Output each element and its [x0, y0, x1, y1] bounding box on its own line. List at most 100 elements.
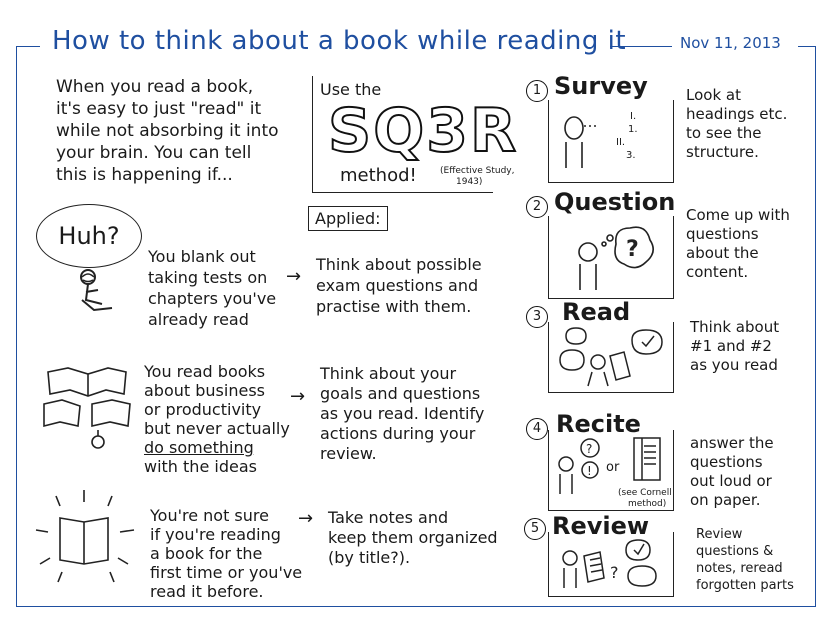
- arrow-3: →: [298, 508, 314, 529]
- recite-box: [548, 430, 674, 511]
- problem-line: read it before.: [150, 582, 264, 601]
- solution-line: practise with them.: [316, 297, 472, 316]
- outline-mark: 3.: [626, 150, 636, 161]
- sq3r-heading: SQ3R: [327, 95, 519, 167]
- step-desc-line: content.: [686, 263, 749, 281]
- step-title-recite: Recite: [556, 410, 641, 438]
- reading-person-icon: [559, 327, 663, 387]
- open-book-icon: [35, 490, 135, 583]
- citation-line: 1943): [456, 177, 483, 187]
- step-number-1: 1: [526, 80, 548, 102]
- intro-line: while not absorbing it into: [56, 121, 279, 141]
- step-desc-line: as you read: [690, 356, 778, 374]
- step-desc-line: notes, reread: [696, 561, 783, 576]
- step-desc-line: questions: [690, 453, 763, 471]
- book-pile-icon: [43, 367, 131, 449]
- problem-line: You're not sure: [150, 506, 269, 525]
- step-desc-line: structure.: [686, 143, 759, 161]
- confused-person-icon: [80, 269, 113, 312]
- step-desc-line: Think about: [690, 318, 780, 336]
- step-number-2: 2: [526, 196, 548, 218]
- survey-box: [548, 100, 674, 183]
- problem-line: already read: [148, 310, 249, 329]
- svg-text:?: ?: [626, 237, 639, 262]
- cornell-note: (see Cornell method): [618, 488, 672, 510]
- solution-line: exam questions and: [316, 276, 479, 295]
- solution-line: Think about possible: [316, 255, 482, 274]
- step-number-4: 4: [526, 418, 548, 440]
- solution-line: (by title?).: [328, 548, 411, 567]
- step-title-question: Question: [554, 188, 676, 216]
- recite-or: or: [606, 460, 620, 475]
- svg-text:?: ?: [586, 442, 592, 456]
- thinking-person-icon: ?: [578, 226, 654, 290]
- step-desc-line: #1 and #2: [690, 337, 772, 355]
- step-number-3: 3: [526, 306, 548, 328]
- outline-mark: II.: [616, 137, 626, 148]
- frame-top-right: [798, 46, 815, 47]
- solution-3: Take notes and keep them organized (by t…: [328, 508, 498, 568]
- solution-line: review.: [320, 444, 377, 463]
- problem-line: do something: [144, 438, 254, 457]
- step-desc-line: forgotten parts: [696, 578, 794, 593]
- reviewing-person-icon: ?: [562, 539, 657, 588]
- step-desc-line: to see the: [686, 124, 762, 142]
- step-number-5: 5: [524, 518, 546, 540]
- step-title-read: Read: [562, 298, 631, 326]
- problem-line: You blank out: [148, 247, 256, 266]
- review-box: [548, 532, 674, 597]
- page-date: Nov 11, 2013: [680, 34, 781, 52]
- step-title-survey: Survey: [554, 72, 648, 100]
- method-label: method!: [340, 165, 417, 186]
- problem-line: but never actually: [144, 419, 290, 438]
- solution-1: Think about possible exam questions and …: [316, 254, 482, 317]
- use-the-label: Use the: [320, 80, 382, 99]
- step-desc-line: on paper.: [690, 491, 761, 509]
- problem-line: with the ideas: [144, 457, 257, 476]
- speaking-person-icon: ? !: [558, 438, 600, 494]
- svg-text:?: ?: [610, 563, 619, 582]
- solution-line: Take notes and: [328, 508, 449, 527]
- frame-top-left: [16, 46, 40, 47]
- problem-line: chapters you've: [148, 289, 277, 308]
- step-title-review: Review: [552, 512, 650, 540]
- arrow-1: →: [286, 266, 302, 287]
- problem-line: taking tests on: [148, 268, 268, 287]
- solution-line: Think about your: [320, 364, 457, 383]
- recite-desc: answer the questions out loud or on pape…: [690, 434, 774, 510]
- frame-top-middle: [610, 46, 672, 47]
- step-desc-line: Come up with: [686, 206, 790, 224]
- arrow-2: →: [290, 386, 306, 407]
- solution-line: goals and questions: [320, 384, 481, 403]
- citation: (Effective Study, 1943): [440, 166, 514, 188]
- citation-line: (Effective Study,: [440, 166, 515, 176]
- outline-mark: 1.: [628, 124, 638, 135]
- paper-notes-icon: [633, 437, 661, 481]
- intro-line: it's easy to just "read" it: [56, 99, 262, 119]
- solution-line: keep them organized: [328, 528, 498, 547]
- step-desc-line: out loud or: [690, 472, 772, 490]
- question-desc: Come up with questions about the content…: [686, 206, 790, 282]
- step-desc-line: answer the: [690, 434, 774, 452]
- problem-1: You blank out taking tests on chapters y…: [148, 246, 276, 330]
- problem-line: or productivity: [144, 400, 262, 419]
- problem-line: if you're reading: [150, 525, 281, 544]
- problem-2: You read books about business or product…: [144, 362, 290, 476]
- page-frame: [16, 46, 816, 607]
- intro-line: your brain. You can tell: [56, 143, 252, 163]
- question-box: [548, 216, 674, 299]
- sq3r-box: [312, 76, 493, 193]
- huh-cloud: Huh?: [36, 204, 142, 268]
- survey-reader-icon: [564, 116, 596, 168]
- survey-desc: Look at headings etc. to see the structu…: [686, 86, 787, 162]
- intro-line: When you read a book,: [56, 77, 254, 97]
- problem-3: You're not sure if you're reading a book…: [150, 506, 302, 601]
- review-desc: Review questions & notes, reread forgott…: [696, 526, 794, 594]
- read-desc: Think about #1 and #2 as you read: [690, 318, 779, 375]
- problem-line: a book for the: [150, 544, 263, 563]
- cornell-line: (see Cornell: [618, 488, 672, 498]
- step-desc-line: Review: [696, 527, 743, 542]
- step-desc-line: about the: [686, 244, 759, 262]
- outline-mark: I.: [630, 111, 637, 122]
